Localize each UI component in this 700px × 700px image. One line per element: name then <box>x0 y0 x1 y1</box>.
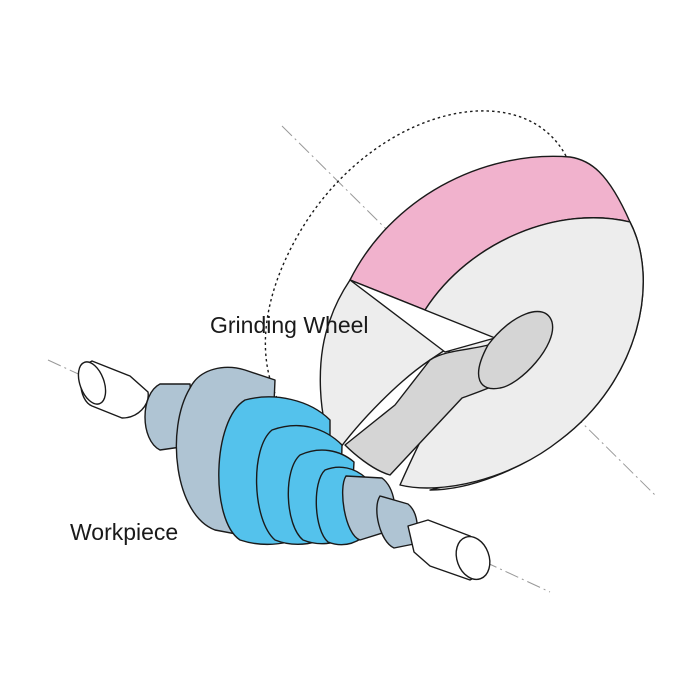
wheel-axis-line <box>281 125 656 496</box>
wheel-notch <box>349 279 496 353</box>
workpiece-label: Workpiece <box>70 519 179 545</box>
wheel-cutaway <box>344 344 501 476</box>
workpiece-icon <box>77 360 491 581</box>
grinding-wheel-label: Grinding Wheel <box>210 312 369 338</box>
right-center-end <box>455 535 491 581</box>
left-center-end <box>77 361 107 405</box>
right-shaft-2 <box>376 495 419 549</box>
grinding-wheel-icon <box>319 155 644 491</box>
wheel-hub <box>477 310 554 390</box>
